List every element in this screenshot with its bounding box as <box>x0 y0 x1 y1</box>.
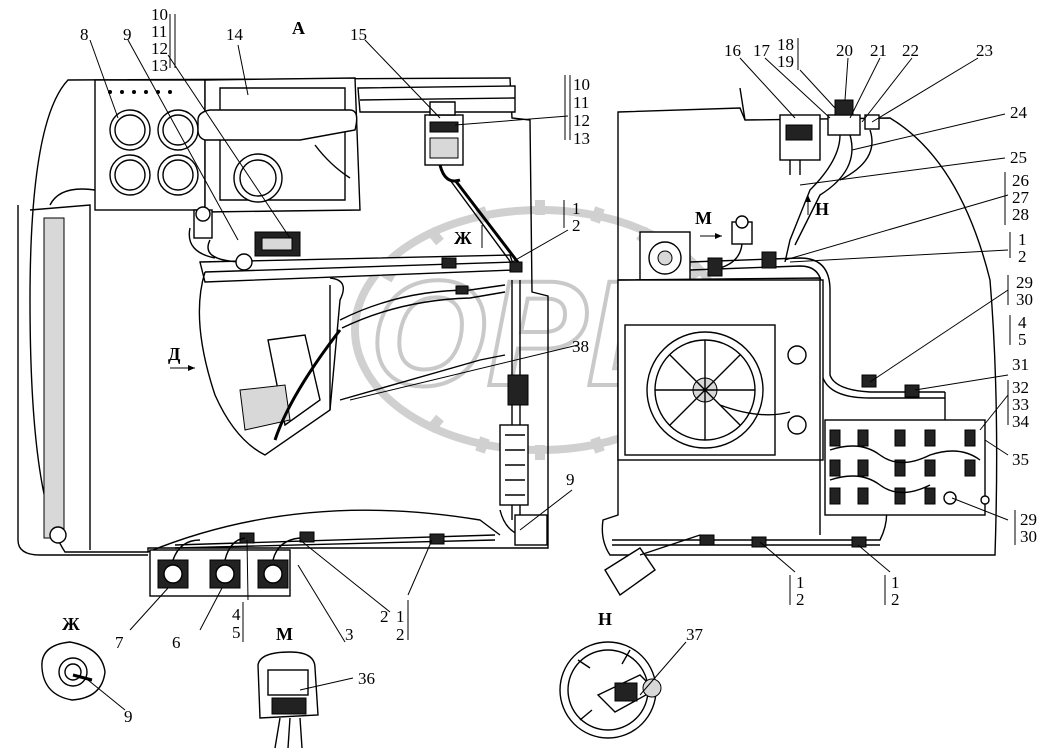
callout-30a: 30 <box>1016 290 1033 309</box>
callout-3: 3 <box>345 625 354 644</box>
detail-label-m: М <box>276 624 293 644</box>
right-panel <box>601 87 998 597</box>
callout-28: 28 <box>1012 205 1029 224</box>
callout-2f: 2 <box>891 590 900 609</box>
callout-22: 22 <box>902 41 919 60</box>
callout-30b: 30 <box>1020 527 1037 546</box>
callout-5a: 5 <box>1018 330 1027 349</box>
connector-7 <box>157 559 189 589</box>
callout-35: 35 <box>1012 450 1029 469</box>
detail-view-zh <box>41 641 106 701</box>
callout-14: 14 <box>226 25 244 44</box>
detail-part-9: 9 <box>124 707 133 726</box>
callout-23: 23 <box>976 41 993 60</box>
callout-15: 15 <box>350 25 367 44</box>
callout-32: 32 <box>1012 378 1029 397</box>
callout-labels: 8 9 10 11 12 13 14 А 15 10 11 12 13 16 1… <box>62 5 1037 726</box>
callout-9: 9 <box>123 25 132 44</box>
callout-4a: 4 <box>1018 313 1027 332</box>
callout-38: 38 <box>572 337 589 356</box>
callout-34: 34 <box>1012 412 1030 431</box>
callout-8: 8 <box>80 25 89 44</box>
callout-7: 7 <box>115 633 124 652</box>
callout-29b: 29 <box>1020 510 1037 529</box>
callout-1a: 1 <box>1018 230 1027 249</box>
connector-block-left <box>499 374 529 506</box>
callout-1e: 1 <box>891 573 900 592</box>
leader-lines <box>87 39 1009 711</box>
callout-13b: 13 <box>573 129 590 148</box>
callout-11: 11 <box>151 22 167 41</box>
callout-31: 31 <box>1012 355 1029 374</box>
left-panel <box>17 77 549 597</box>
bracket-marks <box>169 14 1016 642</box>
detail-label-zh: Ж <box>62 614 80 634</box>
callout-2c: 2 <box>380 607 389 626</box>
view-label-d-arrow: Д <box>168 344 181 364</box>
fuse-block <box>824 419 990 516</box>
callout-2a: 2 <box>1018 247 1027 266</box>
callout-1d: 1 <box>796 573 805 592</box>
cooling-fan <box>646 331 764 449</box>
detail-part-36: 36 <box>358 669 375 688</box>
callout-2d: 2 <box>396 625 405 644</box>
callout-21: 21 <box>870 41 887 60</box>
callout-17: 17 <box>753 41 771 60</box>
callout-16: 16 <box>724 41 741 60</box>
callout-20: 20 <box>836 41 853 60</box>
connector-3 <box>257 559 289 589</box>
view-arrows <box>170 195 811 371</box>
callout-27: 27 <box>1012 188 1030 207</box>
callout-26: 26 <box>1012 171 1029 190</box>
callout-10: 10 <box>151 5 168 24</box>
callout-24: 24 <box>1010 103 1028 122</box>
callout-19: 19 <box>777 52 794 71</box>
callout-12b: 12 <box>573 111 590 130</box>
callout-33: 33 <box>1012 395 1029 414</box>
callout-11b: 11 <box>573 93 589 112</box>
callout-5b: 5 <box>232 623 241 642</box>
callout-25: 25 <box>1010 148 1027 167</box>
callout-6: 6 <box>172 633 181 652</box>
callout-1b: 1 <box>572 199 581 218</box>
view-label-m-arrow: М <box>695 208 712 228</box>
detail-label-n: Н <box>598 609 612 629</box>
callout-9b: 9 <box>566 470 575 489</box>
view-label-n-arrow: Н <box>815 199 829 219</box>
detail-part-37: 37 <box>686 625 704 644</box>
callout-2e: 2 <box>796 590 805 609</box>
view-label-a: А <box>292 18 305 38</box>
detail-view-n <box>559 641 662 739</box>
callout-10b: 10 <box>573 75 590 94</box>
relay-15 <box>424 101 464 183</box>
callout-18: 18 <box>777 35 794 54</box>
connector-6 <box>209 559 241 589</box>
callout-12: 12 <box>151 39 168 58</box>
callout-1c: 1 <box>396 607 405 626</box>
callout-2b: 2 <box>572 216 581 235</box>
detail-view-m <box>257 651 319 749</box>
callout-4b: 4 <box>232 605 241 624</box>
relay-16 <box>779 114 821 175</box>
view-label-zh-arrow: Ж <box>454 228 472 248</box>
callout-13: 13 <box>151 56 168 75</box>
callout-29a: 29 <box>1016 273 1033 292</box>
